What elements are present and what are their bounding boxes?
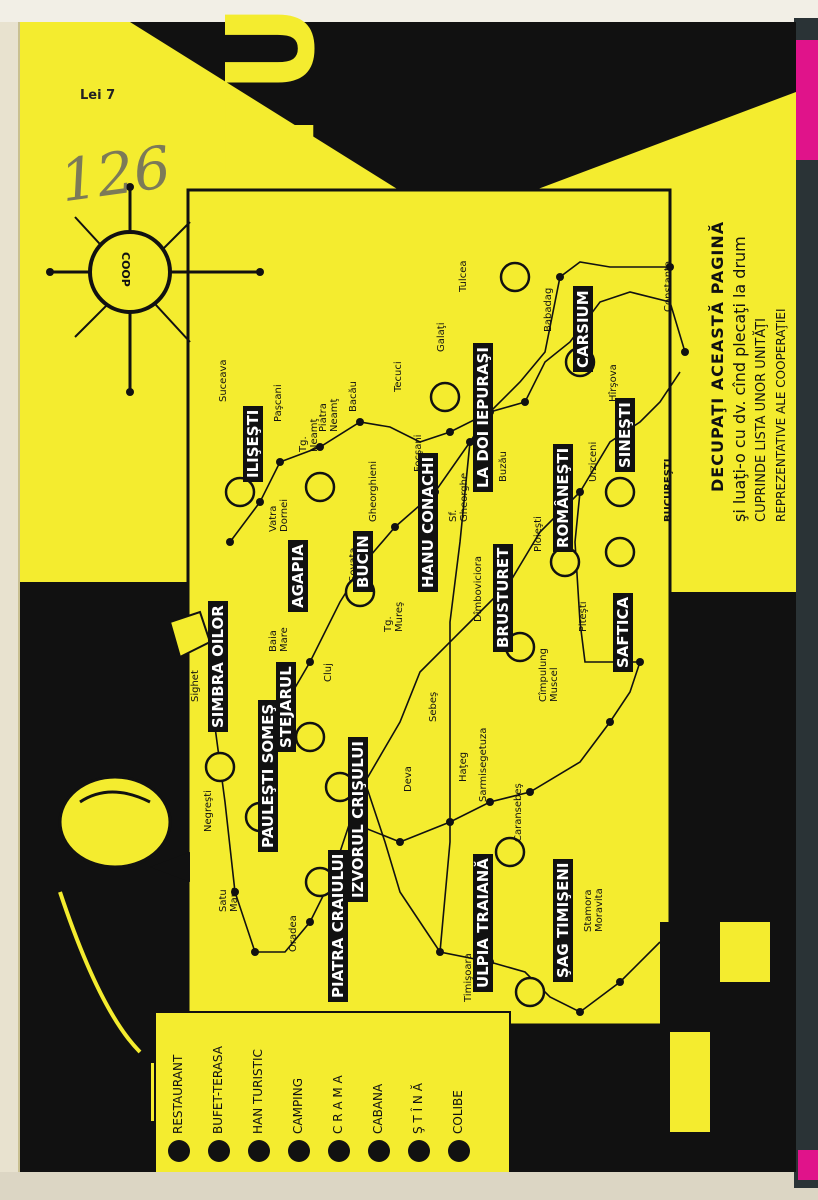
- unit-markers: [204, 261, 636, 1008]
- town-label: Tg. Mureş: [383, 601, 405, 632]
- town-label: Bacău: [348, 381, 359, 412]
- unit-label: BRUSTURET: [493, 543, 513, 652]
- town-label: Tg. Neamţ: [298, 418, 320, 452]
- town-label: Hîrşova: [608, 364, 619, 402]
- town-label: Suceava: [218, 359, 229, 402]
- couple-silhouette: [660, 922, 790, 1172]
- legend-item-crama: C R A M A: [318, 1002, 358, 1162]
- legend-item-cabana: CABANA: [358, 1002, 398, 1162]
- town-label: Cluj: [323, 663, 334, 682]
- town-label: Tulcea: [458, 260, 469, 292]
- book-binding: [794, 18, 818, 1188]
- town-label: Tecuci: [393, 361, 404, 392]
- legend-item-camping: CAMPING: [278, 1002, 318, 1162]
- town-label: Urziceni: [588, 441, 599, 482]
- town-label: Focşani: [413, 434, 424, 472]
- unit-label: SINEŞTI: [615, 398, 635, 472]
- pink-tab-bottom: [798, 1150, 818, 1180]
- black-block-right: [670, 592, 796, 1022]
- unit-label: SIMBRA OILOR: [208, 601, 228, 732]
- unit-label: LA DOI IEPURAŞI: [473, 343, 493, 492]
- town-label: Satu Mare: [218, 887, 240, 912]
- legend-item-colibe: COLIBE: [438, 1002, 478, 1162]
- cabin-icon: [367, 1140, 390, 1162]
- town-label: Sf. Gheorghe: [448, 472, 470, 522]
- restaurant-icon: [167, 1140, 190, 1162]
- magazine-page: COOP: [18, 22, 796, 1172]
- unit-label: ULPIA TRAIANĂ: [473, 854, 493, 992]
- unit-label: ŞAG TIMIŞENI: [553, 858, 573, 982]
- town-label: Oradea: [288, 915, 299, 952]
- black-block-left: [20, 582, 190, 1172]
- town-label: Buzău: [498, 451, 509, 482]
- legend-list-2: C R A M A CABANA Ş T Î N Ă COLIBE: [318, 1002, 478, 1162]
- legend-item-terrace: BUFET-TERASA: [198, 1002, 238, 1162]
- town-label: Negreşti: [203, 790, 214, 832]
- instruction-line1: DECUPAŢI ACEASTĂ PAGINĂ: [708, 220, 727, 492]
- scan-top-margin: [0, 0, 818, 22]
- unit-label: SAFTICA: [613, 592, 633, 672]
- coop-logo-text: COOP: [119, 252, 132, 287]
- town-label: Sarmisegetuza: [478, 727, 489, 802]
- tent-icon: [287, 1140, 310, 1162]
- town-label: Dîmboviciora: [473, 555, 484, 622]
- inn-icon: [247, 1140, 270, 1162]
- town-label: Haţeg: [458, 751, 469, 782]
- instruction-line2: şi luaţi-o cu dv. cînd plecaţi la drum: [730, 236, 749, 522]
- town-label: Deva: [403, 766, 414, 792]
- town-label: Sighet: [190, 670, 201, 702]
- price-label: Lei 7: [80, 88, 116, 103]
- pink-tab: [796, 40, 818, 160]
- page-title: TURIŞTI: [203, 0, 342, 172]
- terrace-icon: [207, 1140, 230, 1162]
- unit-label: IZVORUL CRIŞULUI: [348, 737, 368, 902]
- town-label: Cîmpulung Muscel: [538, 648, 560, 702]
- town-label: BUCUREŞTI: [663, 458, 674, 522]
- scan-bottom-margin: [0, 1172, 818, 1200]
- town-label: Gheorghieni: [368, 460, 379, 522]
- town-label: Sebeş: [428, 691, 439, 722]
- unit-label: HANU CONACHI: [418, 452, 438, 592]
- legend-item-stina: Ş T Î N Ă: [398, 1002, 438, 1162]
- rotated-text-layer: TURIŞTI DECUPAŢI ACEASTĂ PAGINĂ şi luaţi…: [18, 0, 794, 1172]
- town-label: Ploieşti: [533, 516, 544, 552]
- town-label: Caransebeş: [513, 783, 524, 842]
- unit-label: STEJARUL: [276, 662, 296, 752]
- unit-label: PIATRA CRAIULUI: [328, 849, 348, 1002]
- town-label: Paşcani: [273, 384, 284, 422]
- unit-label: ILIŞEŞTI: [243, 405, 263, 482]
- unit-label: CARSIUM: [573, 286, 593, 372]
- town-label: Babadag: [543, 287, 554, 332]
- town-label: Piteşti: [578, 601, 589, 632]
- legend-item-inn: HAN TURISTIC: [238, 1002, 278, 1162]
- barrel-icon: [327, 1140, 350, 1162]
- town-label: Sovata: [348, 547, 359, 582]
- unit-label: ROMÂNEŞTI: [553, 443, 573, 552]
- town-label: Stamora Moravita: [583, 888, 605, 932]
- legend-item-restaurant: RESTAURANT: [158, 1002, 198, 1162]
- unit-label: AGAPIA: [288, 540, 308, 612]
- town-label: Timişoara: [463, 953, 474, 1002]
- header-triangle: [130, 22, 796, 222]
- town-label: Baia Mare: [268, 627, 290, 652]
- town-label: Piatra Neamţ: [318, 398, 340, 432]
- unit-label: PAULEŞTI SOMEŞ: [258, 699, 278, 852]
- compass-rose-icon: COOP: [46, 183, 264, 396]
- instruction-line4: REPREZENTATIVE ALE COOPERAŢIEI: [774, 308, 788, 522]
- sheepfold-icon: [407, 1140, 430, 1162]
- instruction-line3: CUPRINDE LISTA UNOR UNITĂŢI: [754, 318, 769, 522]
- legend-list: RESTAURANT BUFET-TERASA HAN TURISTIC CAM…: [158, 1002, 318, 1162]
- town-label: Constanţa: [663, 260, 674, 312]
- town-label: Vatra Dornei: [268, 498, 290, 532]
- hut-icon: [447, 1140, 470, 1162]
- town-label: Galaţi: [436, 322, 447, 352]
